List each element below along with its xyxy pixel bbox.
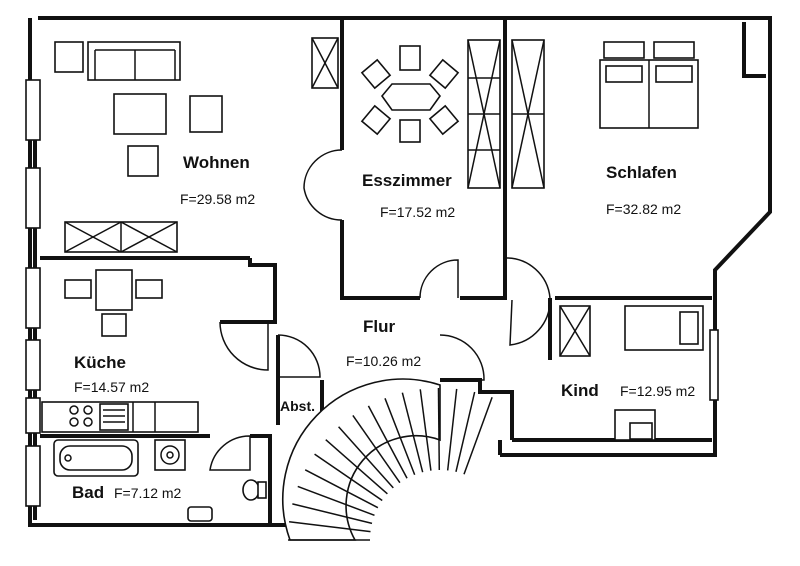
stair-tread (419, 389, 432, 471)
room-name-kind: Kind (561, 381, 599, 400)
stair-tread (314, 453, 383, 502)
bathroom-furniture (53, 439, 267, 522)
room-area-bad: F=7.12 m2 (114, 485, 182, 501)
stair-tread (437, 388, 441, 471)
kitchen-furniture (41, 269, 199, 433)
windows (25, 79, 719, 507)
stair-tread (292, 503, 373, 525)
stair-tread (325, 439, 388, 495)
room-name-esszimmer: Esszimmer (362, 171, 452, 190)
room-name-kueche: Küche (74, 353, 126, 372)
room-area-kueche: F=14.57 m2 (74, 379, 149, 395)
room-name-schlafen: Schlafen (606, 163, 677, 182)
stair-tread (352, 415, 401, 484)
stair-tread (338, 426, 394, 489)
kids-room-furniture (559, 305, 704, 441)
room-area-esszimmer: F=17.52 m2 (380, 204, 455, 220)
living-room-furniture (54, 37, 339, 253)
room-name-bad: Bad (72, 483, 104, 502)
stair-tread (289, 521, 371, 533)
interior-walls (40, 18, 712, 525)
stair-tread (463, 396, 493, 475)
room-area-schlafen: F=32.82 m2 (606, 201, 681, 217)
room-name-flur: Flur (363, 317, 395, 336)
bedroom-furniture (511, 39, 699, 189)
spiral-staircase (282, 378, 493, 541)
room-area-kind: F=12.95 m2 (620, 383, 695, 399)
room-area-wohnen: F=29.58 m2 (180, 191, 255, 207)
stair-tread (304, 469, 379, 509)
stair-tread (446, 388, 458, 471)
dining-furniture (360, 39, 501, 189)
room-area-flur: F=10.26 m2 (346, 353, 421, 369)
door-swings (209, 149, 551, 471)
stair-tread (384, 398, 416, 476)
stair-tread (455, 391, 476, 473)
room-name-abst: Abst. (280, 398, 315, 414)
room-labels: Wohnen F=29.58 m2 Esszimmer F=17.52 m2 S… (72, 153, 695, 502)
stair-tread (401, 392, 424, 473)
room-name-wohnen: Wohnen (183, 153, 250, 172)
stair-tread (367, 405, 408, 479)
stair-tread (297, 485, 375, 517)
